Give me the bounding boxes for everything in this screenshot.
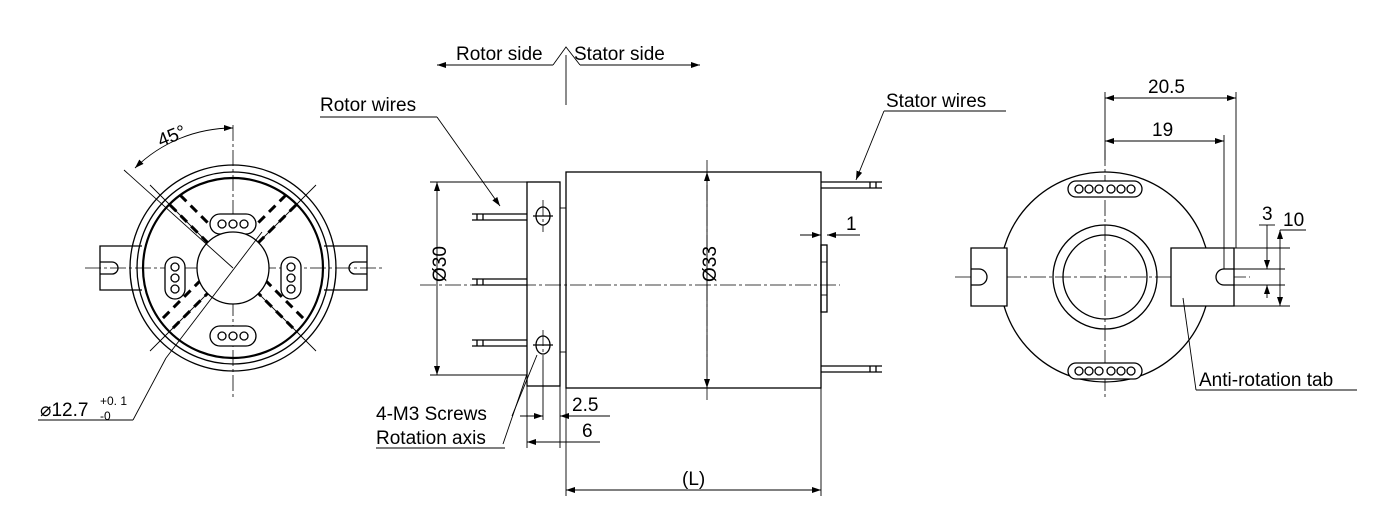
pad-rear-top — [1067, 180, 1143, 198]
rotor-wires — [472, 213, 527, 347]
dim-3-label: 3 — [1262, 204, 1273, 225]
length-L-label: (L) — [682, 469, 705, 490]
screw-top — [533, 200, 553, 232]
angle-45-label: 45° — [155, 122, 190, 152]
right-back-view: 20.5 19 3 10 Anti-rotation tab — [955, 77, 1357, 400]
bore-tolerance-upper: +0. 1 — [100, 394, 127, 408]
pad-right — [280, 256, 302, 300]
rotation-axis-label: Rotation axis — [376, 428, 486, 449]
left-front-view: 45° ⌀12.7 +0. 1 -0 — [38, 122, 385, 423]
dim-6-label: 6 — [582, 421, 593, 442]
rotor-side-label: Rotor side — [456, 44, 543, 65]
diameter-30-label: Ø30 — [430, 246, 451, 282]
stator-wires-label: Stator wires — [886, 91, 986, 112]
bore-diameter-label: ⌀12.7 — [40, 400, 88, 421]
bore-tolerance-lower: -0 — [100, 409, 111, 423]
anti-rotation-tab-label: Anti-rotation tab — [1199, 370, 1333, 391]
dim-20-5-label: 20.5 — [1148, 77, 1185, 98]
pad-bottom — [209, 325, 257, 347]
pad-rear-bottom — [1067, 362, 1143, 380]
stator-wires — [821, 181, 882, 373]
screw-bottom — [533, 330, 553, 360]
pad-top — [209, 213, 257, 235]
dim-10-label: 10 — [1283, 210, 1304, 231]
dim-2-5-label: 2.5 — [572, 395, 598, 416]
rotor-wires-label: Rotor wires — [320, 95, 416, 116]
stator-side-label: Stator side — [574, 44, 665, 65]
gap-1-label: 1 — [846, 214, 857, 235]
diameter-33-label: Ø33 — [700, 246, 721, 282]
middle-side-view: Rotor side Stator side — [320, 44, 1006, 496]
screws-label: 4-M3 Screws — [376, 404, 487, 425]
pad-left — [164, 256, 186, 300]
dim-19-label: 19 — [1152, 120, 1173, 141]
